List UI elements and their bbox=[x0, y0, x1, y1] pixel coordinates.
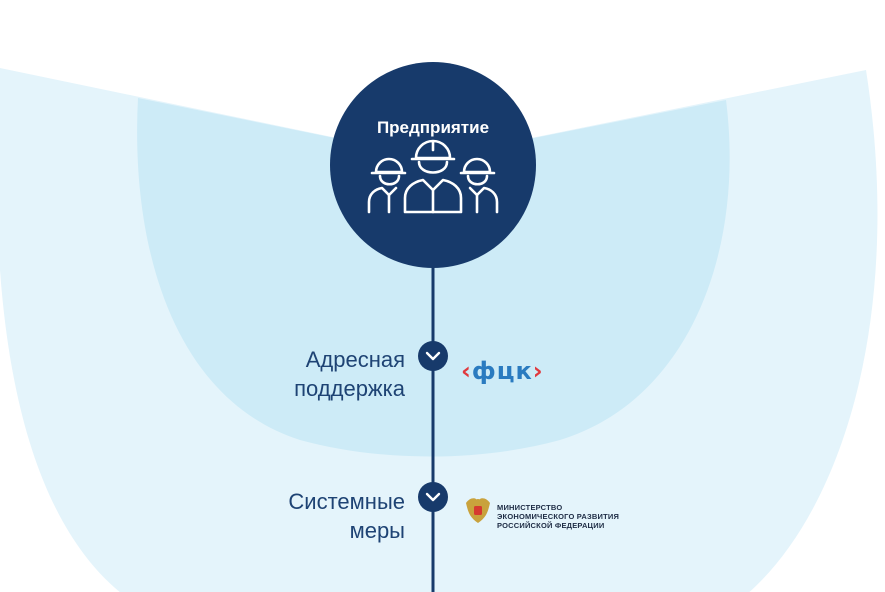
step-label-2-line1: Системные bbox=[288, 489, 405, 514]
hub-title: Предприятие bbox=[376, 118, 490, 137]
step-label-1-line2: поддержка bbox=[294, 376, 405, 401]
step-label-2: Системные меры bbox=[145, 487, 405, 545]
ministry-logo: МИНИСТЕРСТВО ЭКОНОМИЧЕСКОГО РАЗВИТИЯ РОС… bbox=[497, 503, 697, 530]
fck-logo: ‹фцк› bbox=[461, 357, 544, 385]
hub-circle bbox=[330, 62, 536, 268]
fck-logo-text: фцк bbox=[471, 357, 533, 385]
step-label-2-line2: меры bbox=[349, 518, 405, 543]
ministry-logo-line2: ЭКОНОМИЧЕСКОГО РАЗВИТИЯ bbox=[497, 512, 620, 521]
chevron-down-icon bbox=[425, 492, 441, 502]
step-label-1-line1: Адресная bbox=[305, 347, 405, 372]
step-node-2 bbox=[418, 482, 448, 512]
ministry-logo-line3: РОССИЙСКОЙ ФЕДЕРАЦИИ bbox=[497, 521, 605, 530]
chevron-down-icon bbox=[425, 351, 441, 361]
ministry-logo-line1: МИНИСТЕРСТВО bbox=[497, 503, 563, 512]
fck-logo-left-bracket: ‹ bbox=[461, 357, 472, 385]
fck-logo-right-bracket: › bbox=[532, 357, 544, 385]
coat-of-arms-icon bbox=[466, 498, 490, 523]
step-node-1 bbox=[418, 341, 448, 371]
step-label-1: Адресная поддержка bbox=[145, 345, 405, 403]
workers-icon bbox=[367, 139, 499, 214]
